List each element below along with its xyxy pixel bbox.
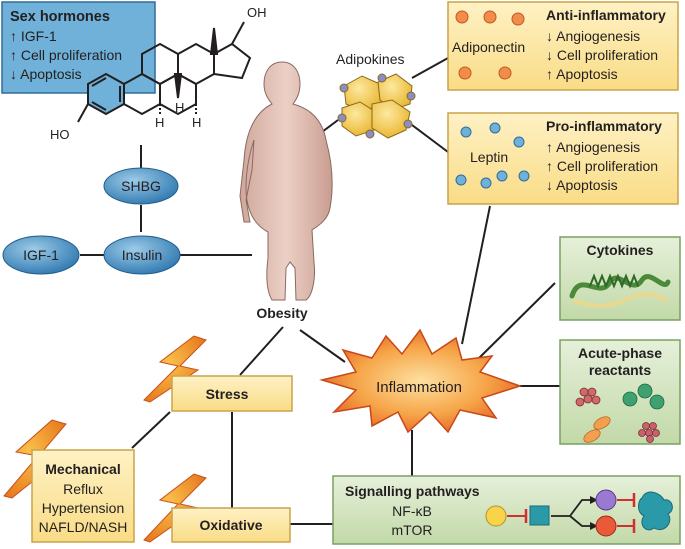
h-label: H bbox=[192, 115, 201, 130]
ho-left-label: HO bbox=[50, 127, 70, 142]
connector-lines bbox=[80, 57, 560, 525]
signalling-title: Signalling pathways bbox=[345, 483, 480, 499]
adipocyte-cluster bbox=[337, 73, 416, 139]
acute-phase-title: Acute-phase bbox=[578, 345, 662, 361]
anti-inflammatory-title: Anti-inflammatory bbox=[546, 7, 666, 23]
adiponectin-label: Adiponectin bbox=[452, 39, 525, 55]
pro-inflammatory-item: ↑ Angiogenesis bbox=[546, 139, 640, 155]
h-label: H bbox=[175, 100, 184, 115]
shbg-node: SHBG bbox=[103, 167, 179, 205]
oh-top-label: OH bbox=[247, 5, 267, 20]
h-label: H bbox=[155, 115, 164, 130]
pro-inflammatory-item: ↑ Cell proliferation bbox=[546, 158, 658, 174]
anti-inflammatory-item: ↓ Cell proliferation bbox=[546, 47, 658, 63]
adipokines-label: Adipokines bbox=[336, 51, 405, 67]
mechanical-box: Mechanical Reflux Hypertension NAFLD/NAS… bbox=[31, 449, 135, 543]
acute-phase-box: Acute-phase reactants bbox=[559, 339, 681, 445]
sex-hormones-item: ↑ Cell proliferation bbox=[10, 47, 122, 63]
anti-inflammatory-item: ↓ Angiogenesis bbox=[546, 28, 640, 44]
shbg-label: SHBG bbox=[121, 178, 161, 194]
mechanical-item: NAFLD/NASH bbox=[39, 519, 128, 535]
mechanical-item: Hypertension bbox=[42, 500, 125, 516]
pro-inflammatory-item: ↓ Apoptosis bbox=[546, 177, 618, 193]
pathway-schematic bbox=[485, 489, 673, 537]
cytokines-box: Cytokines bbox=[559, 236, 681, 321]
pro-inflammatory-title: Pro-inflammatory bbox=[546, 118, 662, 134]
inflammation-burst: Inflammation bbox=[319, 328, 523, 434]
anti-inflammatory-item: ↑ Apoptosis bbox=[546, 66, 618, 82]
signalling-pathways-box: Signalling pathways NF-κB mTOR bbox=[332, 475, 681, 545]
stress-box: Stress bbox=[171, 375, 293, 412]
reactant-molecules bbox=[575, 383, 665, 443]
lightning-bolt-icon bbox=[143, 335, 207, 403]
adiponectin-molecules bbox=[455, 10, 525, 80]
lightning-bolt-icon bbox=[3, 419, 67, 499]
acute-phase-title: reactants bbox=[589, 362, 651, 378]
mechanical-title: Mechanical bbox=[45, 461, 120, 477]
igf1-node: IGF-1 bbox=[2, 235, 80, 275]
insulin-node: Insulin bbox=[103, 235, 181, 275]
stress-label: Stress bbox=[206, 386, 249, 402]
sex-hormones-item: ↑ IGF-1 bbox=[10, 28, 57, 44]
inflammation-label: Inflammation bbox=[376, 379, 462, 396]
leptin-label: Leptin bbox=[470, 149, 508, 165]
oxidative-box: Oxidative bbox=[171, 507, 291, 543]
anti-inflammatory-box: Anti-inflammatory Adiponectin ↓ Angiogen… bbox=[447, 1, 679, 91]
sex-hormones-title: Sex hormones bbox=[10, 9, 110, 25]
sex-hormones-item: ↓ Apoptosis bbox=[10, 66, 82, 82]
obese-person-figure bbox=[239, 61, 333, 301]
insulin-label: Insulin bbox=[122, 247, 162, 263]
igf1-label: IGF-1 bbox=[23, 247, 59, 263]
obesity-label: Obesity bbox=[256, 305, 308, 321]
signalling-item: NF-κB bbox=[392, 503, 432, 519]
cytokines-title: Cytokines bbox=[587, 242, 654, 258]
signalling-item: mTOR bbox=[392, 522, 433, 538]
pro-inflammatory-box: Pro-inflammatory Leptin ↑ Angiogenesis ↑… bbox=[447, 112, 679, 205]
leptin-molecules bbox=[455, 122, 530, 189]
mechanical-item: Reflux bbox=[63, 481, 103, 497]
oxidative-label: Oxidative bbox=[199, 517, 262, 533]
sex-hormones-box: Sex hormones ↑ IGF-1 ↑ Cell proliferatio… bbox=[1, 1, 156, 94]
cytokine-protein-icon bbox=[569, 273, 671, 308]
estradiol-structure bbox=[77, 21, 252, 123]
